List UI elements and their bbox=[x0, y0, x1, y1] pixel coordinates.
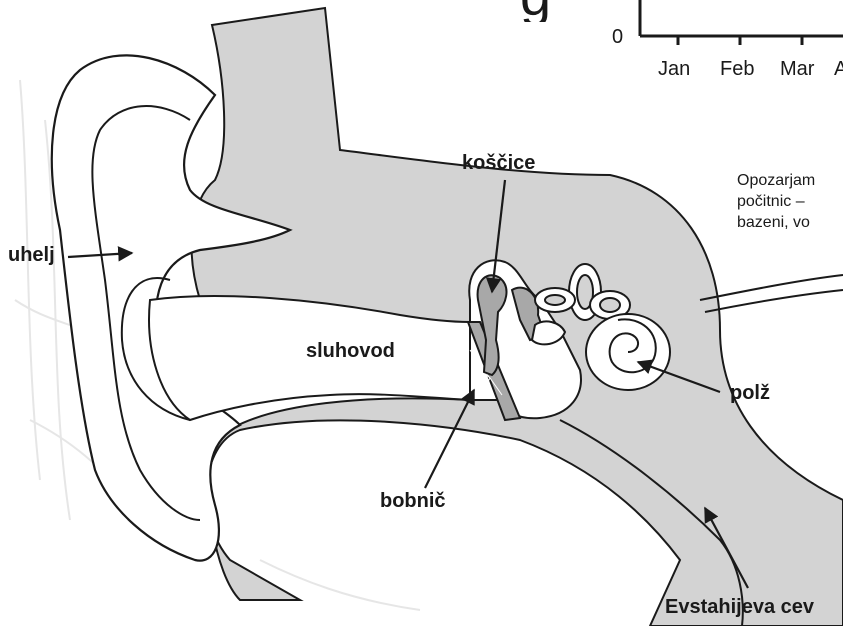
background-chart-title-fragment: g bbox=[520, 0, 590, 22]
background-chart-y-tick: 0 bbox=[612, 26, 623, 49]
label-cochlea: polž bbox=[730, 382, 770, 405]
background-text-fragment: Opozarjam počitnic – bazeni, vo bbox=[737, 170, 843, 233]
auditory-nerve bbox=[700, 275, 843, 312]
label-pinna: uhelj bbox=[8, 244, 55, 267]
label-eustachian-tube: Evstahijeva cev bbox=[665, 596, 814, 619]
background-chart-x-tick-fragment: A bbox=[834, 58, 843, 81]
background-chart-x-tick-mar: Mar bbox=[780, 58, 814, 81]
background-text-line-1: Opozarjam bbox=[737, 170, 843, 191]
label-ear-canal: sluhovod bbox=[306, 340, 395, 363]
cochlea-shape bbox=[586, 314, 670, 390]
background-chart-axes bbox=[640, 0, 843, 45]
background-chart-x-tick-jan: Jan bbox=[658, 58, 690, 81]
background-text-line-3: bazeni, vo bbox=[737, 212, 843, 233]
label-ossicles: koščice bbox=[462, 152, 535, 175]
background-chart-x-tick-feb: Feb bbox=[720, 58, 754, 81]
label-eardrum: bobnič bbox=[380, 490, 446, 513]
background-text-line-2: počitnic – bbox=[737, 191, 843, 212]
